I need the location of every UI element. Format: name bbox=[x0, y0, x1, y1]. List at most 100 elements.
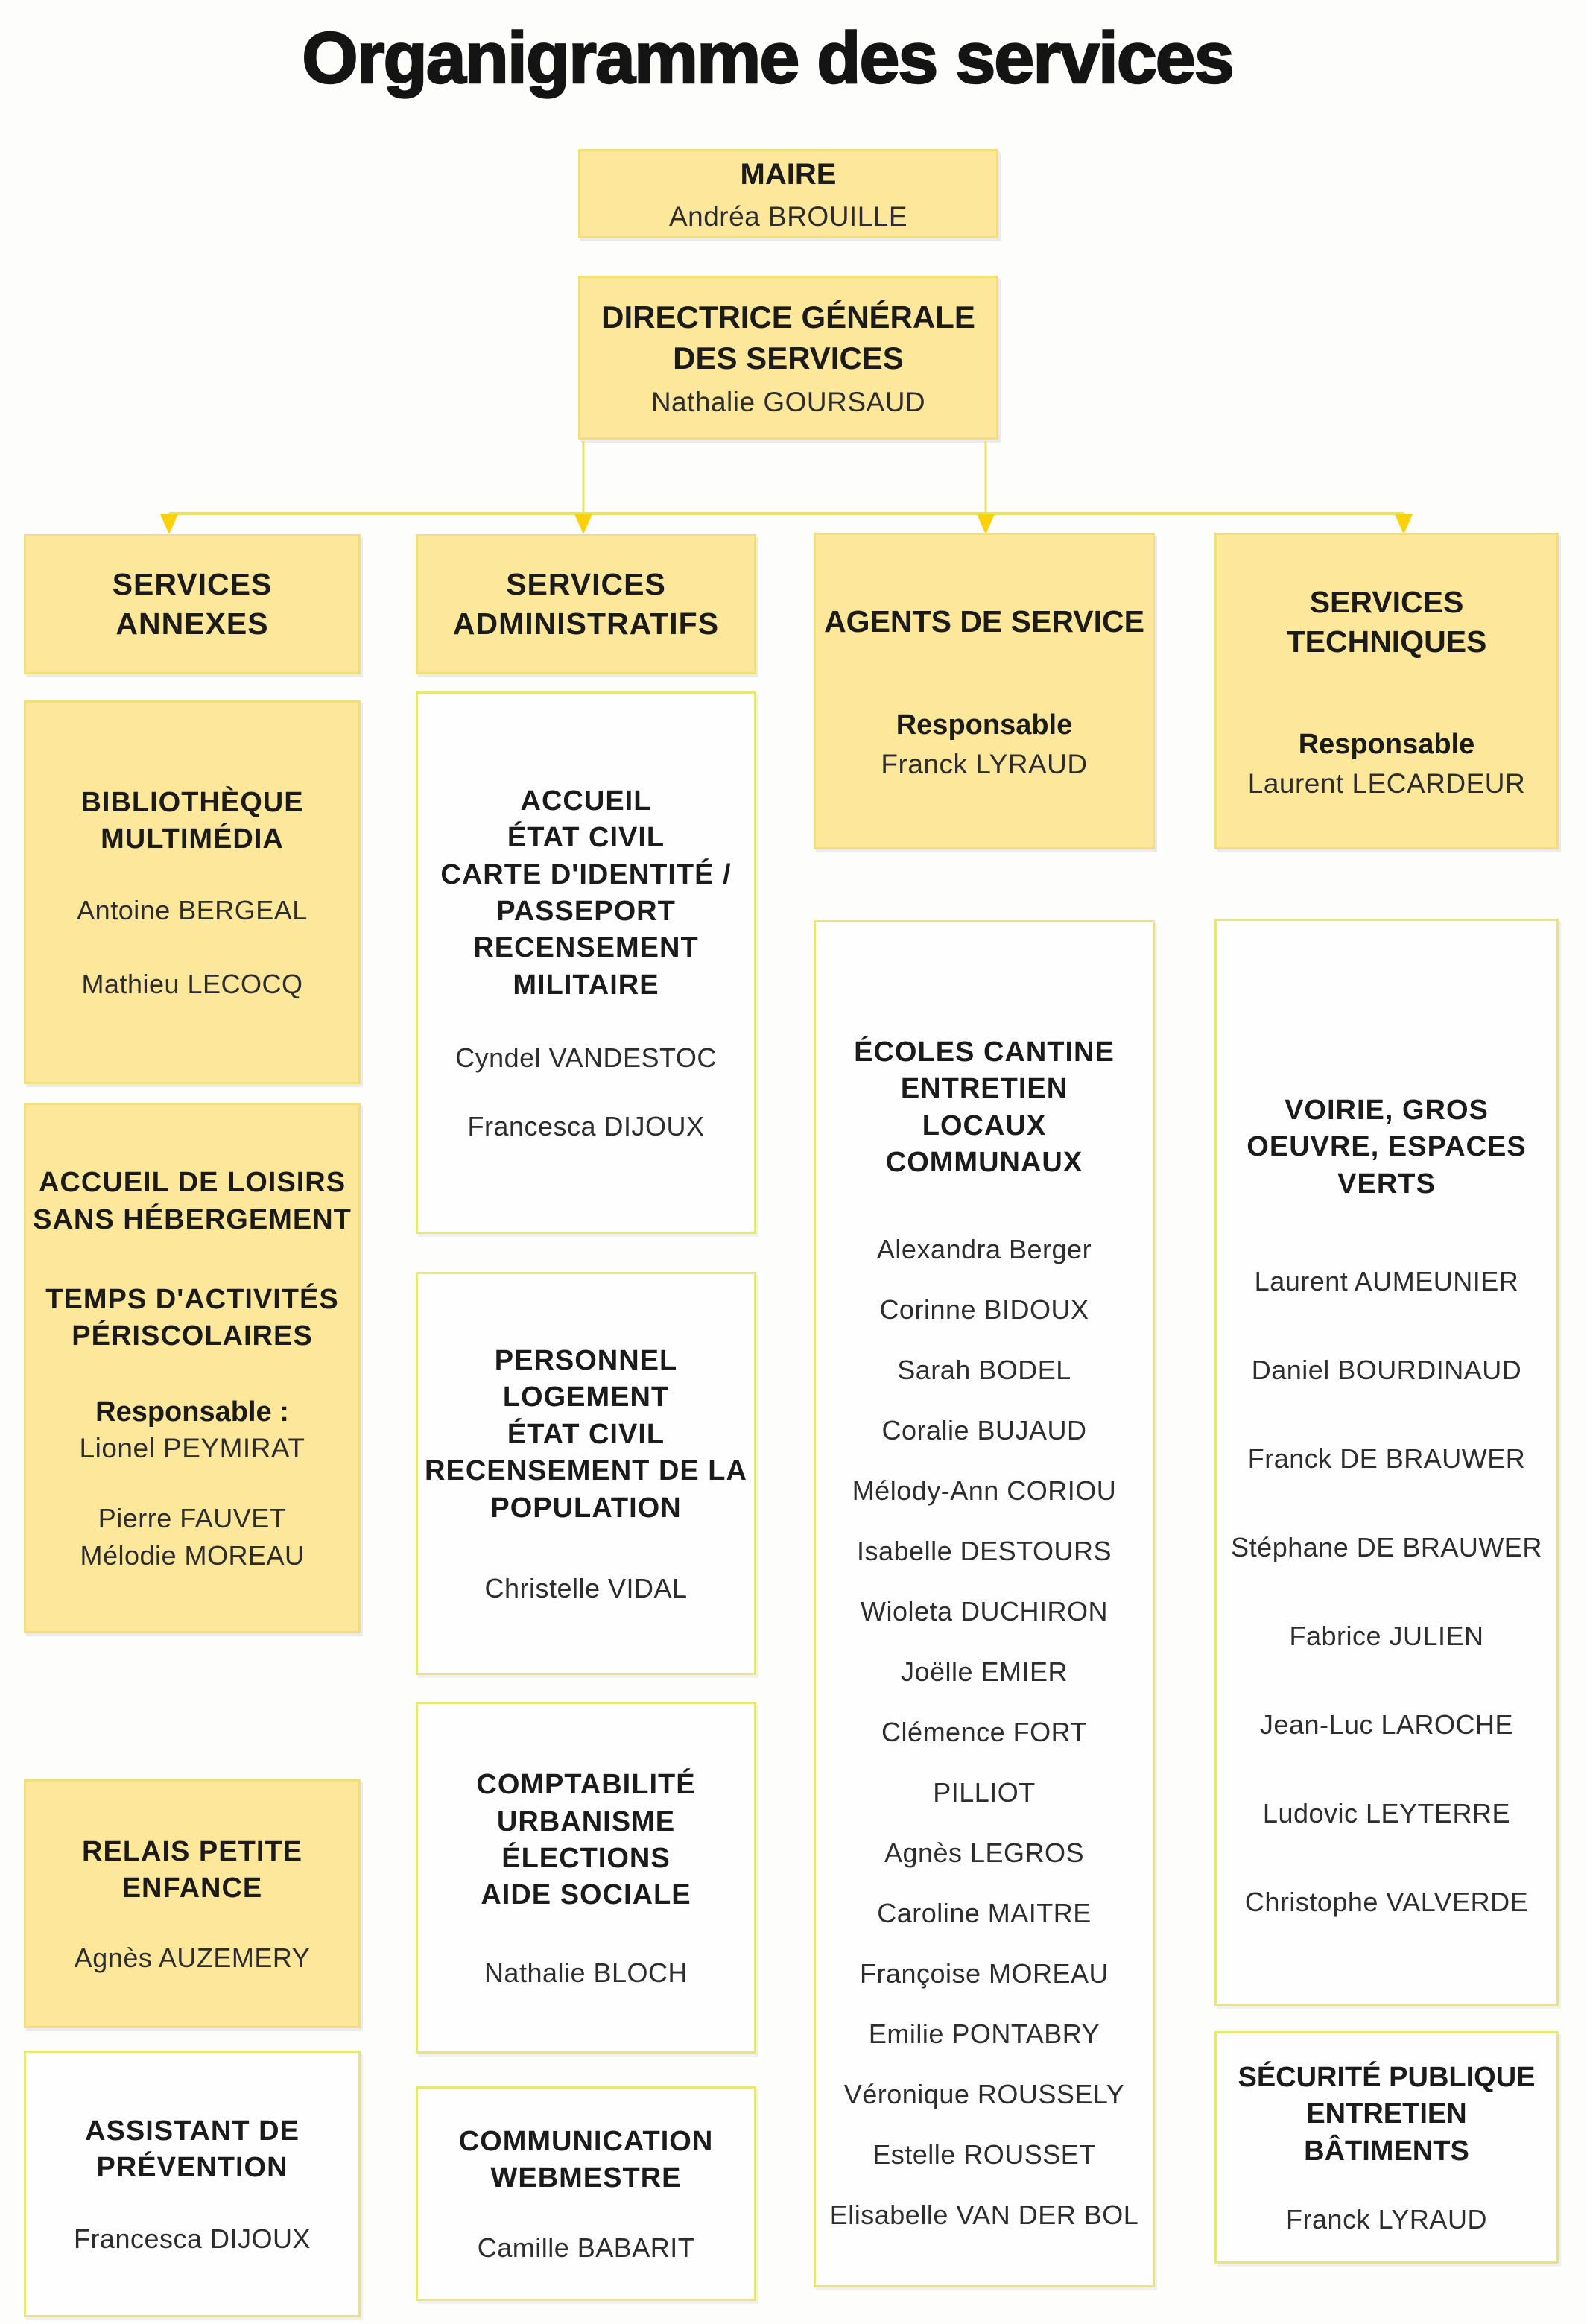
responsable-block: Responsable Laurent LECARDEUR bbox=[1248, 729, 1525, 800]
person-name: Mélodie MOREAU bbox=[80, 1539, 305, 1571]
names-list: Laurent AUMEUNIER Daniel BOURDINAUD Franck… bbox=[1231, 1266, 1542, 1918]
person-name: Françoise MOREAU bbox=[859, 1957, 1109, 1989]
person-name: Christelle VIDAL bbox=[484, 1572, 688, 1603]
box-bibliotheque-multimedia: BIBLIOTHÈQUE MULTIMÉDIA Antoine BERGEAL M… bbox=[24, 700, 361, 1084]
column-header-title: SERVICES TECHNIQUES bbox=[1286, 584, 1487, 659]
responsable-block: Responsable Franck LYRAUD bbox=[881, 709, 1087, 780]
maire-box: MAIRE Andréa BROUILLE bbox=[578, 149, 998, 238]
box-title: RELAIS PETITE ENFANCE bbox=[82, 1835, 302, 1904]
page-title: Organigramme des services bbox=[301, 16, 1235, 99]
names-list: Camille BABARIT bbox=[478, 2232, 695, 2264]
box-title: COMPTABILITÉ URBANISME ÉLECTIONS AIDE SO… bbox=[476, 1769, 696, 1911]
box-title: ACCUEIL DE LOISIRS SANS HÉBERGEMENT bbox=[33, 1167, 352, 1235]
box-securite-publique: SÉCURITÉ PUBLIQUE ENTRETIEN BÂTIMENTS Fr… bbox=[1214, 2031, 1559, 2264]
names-list: Cyndel VANDESTOC Francesca DIJOUX bbox=[455, 1042, 717, 1142]
direction-generale-name: Nathalie GOURSAUD bbox=[650, 386, 926, 417]
person-name: Caroline MAITRE bbox=[877, 1897, 1092, 1928]
box-relais-petite-enfance: RELAIS PETITE ENFANCE Agnès AUZEMERY bbox=[24, 1779, 361, 2028]
box-communication-webmestre: COMMUNICATION WEBMESTRE Camille BABARIT bbox=[416, 2086, 756, 2301]
responsable-label: Responsable bbox=[1298, 729, 1475, 761]
person-name: Francesca DIJOUX bbox=[73, 2223, 311, 2255]
header-services-annexes: SERVICES ANNEXES bbox=[24, 534, 361, 674]
person-name: Franck LYRAUD bbox=[1286, 2204, 1487, 2235]
person-name: Jean-Luc LAROCHE bbox=[1259, 1709, 1514, 1741]
box-title: ÉCOLES CANTINE ENTRETIEN LOCAUX COMMUNAU… bbox=[854, 1036, 1115, 1179]
arrow-down-icon bbox=[977, 514, 995, 534]
box-accueil-de-loisirs: ACCUEIL DE LOISIRS SANS HÉBERGEMENT TEMP… bbox=[24, 1103, 361, 1633]
names-list: Pierre FAUVET Mélodie MOREAU bbox=[80, 1503, 304, 1571]
person-name: Coralie BUJAUD bbox=[881, 1414, 1087, 1446]
person-name: Elisabelle VAN DER BOL bbox=[829, 2199, 1139, 2230]
box-title: ASSISTANT DE PRÉVENTION bbox=[85, 2115, 300, 2183]
connector-arrows bbox=[160, 441, 1413, 534]
person-name: Francesca DIJOUX bbox=[467, 1111, 705, 1142]
names-list: Christelle VIDAL bbox=[484, 1573, 687, 1604]
person-name: Joëlle EMIER bbox=[900, 1656, 1068, 1687]
person-name: Pierre FAUVET bbox=[98, 1502, 287, 1533]
responsable-name: Laurent LECARDEUR bbox=[1247, 768, 1526, 800]
person-name: Estelle ROUSSET bbox=[872, 2138, 1096, 2170]
box-title: SÉCURITÉ PUBLIQUE ENTRETIEN BÂTIMENTS bbox=[1238, 2061, 1536, 2167]
person-name: Camille BABARIT bbox=[477, 2232, 695, 2264]
person-name: Emilie PONTABRY bbox=[868, 2018, 1100, 2049]
header-services-techniques: SERVICES TECHNIQUES Responsable Laurent … bbox=[1214, 533, 1559, 849]
person-name: Agnès LEGROS bbox=[884, 1837, 1085, 1868]
person-name: Fabrice JULIEN bbox=[1289, 1621, 1484, 1652]
box-voirie-gros-oeuvre: VOIRIE, GROS OEUVRE, ESPACES VERTS Laure… bbox=[1214, 919, 1559, 2006]
header-agents-de-service: AGENTS DE SERVICE Responsable Franck LYR… bbox=[814, 533, 1155, 849]
names-list: Antoine BERGEAL Mathieu LECOCQ bbox=[77, 895, 308, 1000]
box-comptabilite-urbanisme: COMPTABILITÉ URBANISME ÉLECTIONS AIDE SO… bbox=[416, 1702, 756, 2054]
names-list: Nathalie BLOCH bbox=[484, 1957, 688, 1989]
person-name: Antoine BERGEAL bbox=[77, 895, 308, 926]
person-name: Ludovic LEYTERRE bbox=[1262, 1798, 1511, 1829]
person-name: Wioleta DUCHIRON bbox=[860, 1595, 1109, 1627]
person-name: Daniel BOURDINAUD bbox=[1251, 1355, 1522, 1386]
responsable-block: Responsable : Lionel PEYMIRAT bbox=[80, 1396, 305, 1464]
maire-name: Andréa BROUILLE bbox=[668, 201, 908, 232]
responsable-name: Lionel PEYMIRAT bbox=[79, 1432, 305, 1463]
person-name: Isabelle DESTOURS bbox=[857, 1535, 1112, 1566]
person-name: Franck DE BRAUWER bbox=[1247, 1443, 1526, 1475]
person-name: Mathieu LECOCQ bbox=[81, 969, 303, 1000]
person-name: Corinne BIDOUX bbox=[879, 1294, 1089, 1325]
box-assistant-de-prevention: ASSISTANT DE PRÉVENTION Francesca DIJOUX bbox=[24, 2051, 361, 2317]
box-personnel-logement: PERSONNEL LOGEMENT ÉTAT CIVIL RECENSEMEN… bbox=[416, 1272, 756, 1675]
direction-generale-title: DIRECTRICE GÉNÉRALE DES SERVICES bbox=[601, 300, 975, 376]
maire-title: MAIRE bbox=[740, 158, 837, 191]
person-name: Cyndel VANDESTOC bbox=[455, 1042, 717, 1074]
box-accueil-etat-civil: ACCUEIL ÉTAT CIVIL CARTE D'IDENTITÉ / PA… bbox=[416, 691, 756, 1234]
direction-generale-box: DIRECTRICE GÉNÉRALE DES SERVICES Nathali… bbox=[578, 276, 998, 440]
responsable-name: Franck LYRAUD bbox=[881, 748, 1088, 779]
column-header-title: AGENTS DE SERVICE bbox=[824, 604, 1144, 639]
person-name: Stéphane DE BRAUWER bbox=[1231, 1532, 1542, 1563]
person-name: Agnès AUZEMERY bbox=[74, 1943, 311, 1974]
box-title: COMMUNICATION WEBMESTRE bbox=[458, 2125, 714, 2194]
arrow-down-icon bbox=[1395, 514, 1413, 534]
responsable-label: Responsable : bbox=[95, 1396, 289, 1428]
names-list: Franck LYRAUD bbox=[1286, 2204, 1487, 2235]
box-ecoles-cantine-entretien: ÉCOLES CANTINE ENTRETIEN LOCAUX COMMUNAU… bbox=[814, 920, 1155, 2287]
box-title: BIBLIOTHÈQUE MULTIMÉDIA bbox=[80, 786, 304, 855]
box-title: PERSONNEL LOGEMENT ÉTAT CIVIL RECENSEMEN… bbox=[425, 1345, 747, 1524]
person-name: Nathalie BLOCH bbox=[484, 1957, 688, 1988]
person-name: Clémence FORT bbox=[881, 1716, 1087, 1747]
header-services-administratifs: SERVICES ADMINISTRATIFS bbox=[416, 534, 756, 674]
person-name: PILLIOT bbox=[933, 1776, 1036, 1808]
person-name: Sarah BODEL bbox=[897, 1354, 1071, 1385]
box-title: ACCUEIL ÉTAT CIVIL CARTE D'IDENTITÉ / PA… bbox=[440, 785, 732, 1001]
box-title: VOIRIE, GROS OEUVRE, ESPACES VERTS bbox=[1247, 1095, 1527, 1200]
arrow-down-icon bbox=[574, 514, 592, 534]
responsable-label: Responsable bbox=[896, 709, 1073, 741]
person-name: Véronique ROUSSELY bbox=[843, 2078, 1125, 2109]
box-subtitle: TEMPS D'ACTIVITÉS PÉRISCOLAIRES bbox=[45, 1284, 339, 1352]
names-list: Francesca DIJOUX bbox=[74, 2223, 311, 2255]
person-name: Laurent AUMEUNIER bbox=[1254, 1266, 1519, 1297]
names-list: Agnès AUZEMERY bbox=[75, 1943, 310, 1974]
person-name: Mélody-Ann CORIOU bbox=[852, 1475, 1117, 1506]
person-name: Christophe VALVERDE bbox=[1244, 1887, 1529, 1918]
arrow-down-icon bbox=[160, 514, 178, 534]
column-header-title: SERVICES ANNEXES bbox=[112, 566, 273, 641]
person-name: Alexandra Berger bbox=[876, 1233, 1092, 1264]
